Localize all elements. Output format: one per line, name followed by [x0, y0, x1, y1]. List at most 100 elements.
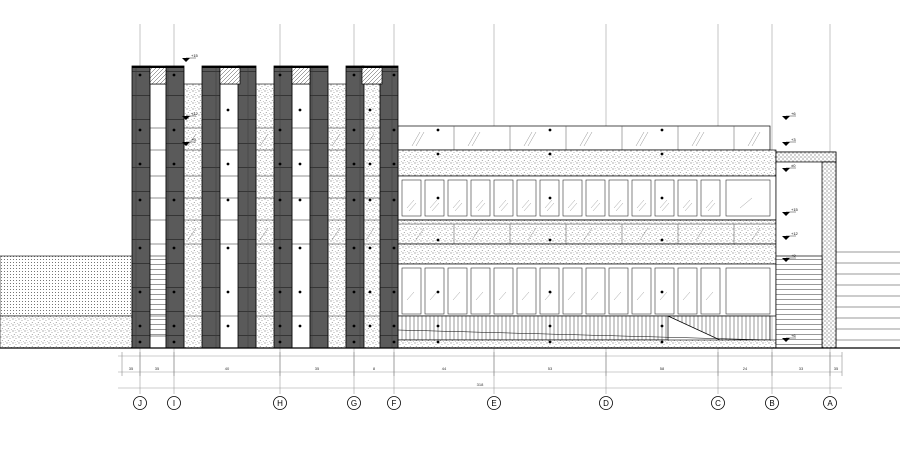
node-marker: [548, 128, 552, 132]
node-marker: [352, 162, 356, 166]
axis-bubble-i: I: [167, 396, 181, 410]
dimension-value: 8: [373, 366, 376, 371]
axis-label: A: [827, 399, 833, 408]
node-marker: [660, 238, 664, 242]
node-marker: [226, 290, 230, 294]
node-marker: [392, 198, 396, 202]
level-marker: +6: [782, 111, 796, 120]
dimension-value: 35: [315, 366, 320, 371]
node-marker: [172, 246, 176, 250]
level-marker: +6: [782, 333, 796, 342]
dimension-value: 24: [743, 366, 748, 371]
node-marker: [548, 152, 552, 156]
axis-label: E: [491, 399, 496, 408]
pier-8: [379, 65, 399, 349]
node-marker: [660, 340, 664, 344]
tower-cap-1: [149, 65, 167, 85]
level-marker: +15: [182, 53, 199, 62]
axis-bubble-c: C: [711, 396, 725, 410]
node-marker: [138, 246, 142, 250]
node-marker: [392, 340, 396, 344]
dimension-value: 35: [155, 366, 160, 371]
node-marker: [352, 73, 356, 77]
axis-bubble-e: E: [487, 396, 501, 410]
dimension-value: 40: [225, 366, 230, 371]
pier-7: [345, 65, 365, 349]
node-marker: [436, 324, 440, 328]
node-marker: [368, 198, 372, 202]
node-marker: [138, 162, 142, 166]
level-marker: +15: [782, 207, 799, 216]
node-marker: [278, 198, 282, 202]
pier-5: [273, 65, 293, 349]
pier-4: [237, 65, 257, 349]
node-marker: [548, 290, 552, 294]
node-marker: [548, 324, 552, 328]
node-marker: [278, 290, 282, 294]
node-marker: [226, 162, 230, 166]
left-terrain: [0, 255, 133, 349]
level-label: +15: [791, 207, 799, 212]
node-marker: [172, 290, 176, 294]
node-marker: [298, 162, 302, 166]
level-label: +3: [791, 137, 796, 142]
level-label: +12: [191, 111, 199, 116]
node-marker: [172, 198, 176, 202]
axis-label: F: [392, 399, 397, 408]
level-marker: +3: [782, 137, 796, 146]
node-marker: [226, 108, 230, 112]
node-marker: [548, 340, 552, 344]
tower-cap-3: [291, 65, 311, 85]
level-label: ±0: [791, 163, 796, 168]
node-marker: [138, 324, 142, 328]
level-label: +9: [191, 137, 196, 142]
axis-bubble-h: H: [273, 396, 287, 410]
main-block: [397, 125, 777, 349]
node-marker: [138, 340, 142, 344]
dimension-value: 44: [442, 366, 447, 371]
axis-label: I: [173, 399, 175, 408]
node-marker: [278, 340, 282, 344]
node-marker: [392, 162, 396, 166]
node-marker: [660, 152, 664, 156]
axis-bubble-d: D: [599, 396, 613, 410]
node-marker: [138, 198, 142, 202]
node-marker: [172, 162, 176, 166]
node-marker: [368, 324, 372, 328]
dimension-value: 33: [799, 366, 804, 371]
dimension-value: 53: [548, 366, 553, 371]
node-marker: [352, 198, 356, 202]
node-marker: [660, 324, 664, 328]
pier-2: [165, 65, 185, 349]
dimension-value: 58: [660, 366, 665, 371]
axis-label: D: [603, 399, 609, 408]
node-marker: [436, 238, 440, 242]
node-marker: [368, 290, 372, 294]
node-marker: [548, 238, 552, 242]
node-marker: [548, 196, 552, 200]
node-marker: [368, 108, 372, 112]
node-marker: [392, 324, 396, 328]
node-marker: [436, 196, 440, 200]
node-marker: [226, 246, 230, 250]
node-marker: [660, 128, 664, 132]
node-marker: [660, 290, 664, 294]
node-marker: [278, 324, 282, 328]
node-marker: [172, 340, 176, 344]
level-marker: +9: [182, 137, 196, 146]
node-marker: [298, 324, 302, 328]
node-marker: [278, 162, 282, 166]
node-marker: [368, 246, 372, 250]
node-marker: [436, 152, 440, 156]
node-marker: [436, 290, 440, 294]
node-marker: [298, 198, 302, 202]
axis-bubble-g: G: [347, 396, 361, 410]
level-markers: +15+12+9+6+3±0+15+12+9+6: [182, 53, 799, 342]
level-label: +6: [791, 111, 796, 116]
node-marker: [436, 340, 440, 344]
node-marker: [172, 128, 176, 132]
pier-3: [201, 65, 221, 349]
level-label: +12: [791, 231, 799, 236]
